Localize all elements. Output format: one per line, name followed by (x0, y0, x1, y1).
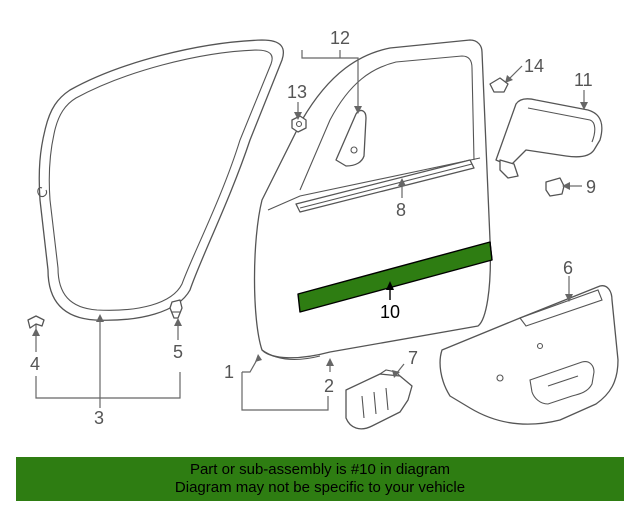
parts-diagram: 1 2 3 4 5 6 7 8 9 10 11 12 13 14 (27, 28, 619, 430)
belt-weatherstrip[interactable] (295, 159, 475, 213)
callout-2: 2 (324, 376, 334, 396)
banner-line-1: Part or sub-assembly is #10 in diagram (189, 461, 451, 478)
front-door-panel[interactable] (253, 39, 492, 360)
callout-9: 9 (586, 177, 596, 197)
callout-8: 8 (396, 200, 406, 220)
clip-4[interactable] (27, 315, 45, 330)
door-hole-cover[interactable] (345, 369, 413, 430)
leader-lines (35, 50, 585, 411)
callout-10: 10 (380, 302, 400, 322)
callout-7: 7 (408, 348, 418, 368)
clip-13[interactable] (291, 115, 307, 133)
callout-11: 11 (574, 70, 593, 90)
callout-14: 14 (524, 56, 544, 76)
callout-1: 1 (224, 362, 234, 382)
door-weatherstrip[interactable] (37, 39, 285, 321)
callout-3: 3 (94, 408, 104, 428)
diagram-notice-banner: Part or sub-assembly is #10 in diagram D… (16, 457, 624, 501)
arrowheads (32, 75, 588, 378)
bracket-9[interactable] (545, 177, 565, 197)
callout-4: 4 (30, 354, 40, 374)
clip-5[interactable] (169, 299, 183, 319)
body-side-molding[interactable] (297, 241, 493, 313)
callout-6: 6 (563, 258, 573, 278)
banner-line-2: Diagram may not be specific to your vehi… (174, 479, 466, 496)
outside-mirror[interactable] (495, 98, 603, 179)
cap-14[interactable] (489, 77, 509, 93)
door-trim-panel[interactable] (439, 285, 619, 425)
callout-13: 13 (287, 82, 307, 102)
callout-5: 5 (173, 342, 183, 362)
callout-12: 12 (330, 28, 350, 48)
